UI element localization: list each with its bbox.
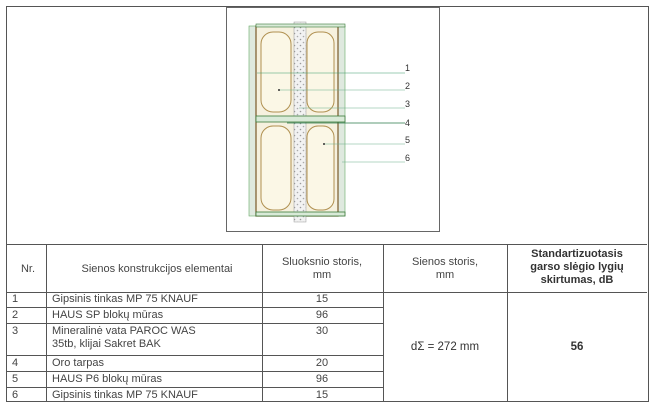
- row-element: Gipsinis tinkas MP 75 KNAUF: [52, 389, 198, 401]
- row-thickness: 96: [315, 373, 329, 385]
- diagram-label: 4: [405, 118, 410, 128]
- row-thickness: 20: [315, 357, 329, 369]
- row-element: HAUS P6 blokų mūras: [52, 373, 163, 385]
- row-element: HAUS SP blokų mūras: [52, 309, 164, 321]
- sound-insulation-value: 56: [570, 341, 584, 353]
- row-thickness: 15: [315, 293, 329, 305]
- row-nr: 6: [12, 389, 19, 401]
- table-col-divider: [507, 244, 508, 402]
- diagram-label: 3: [405, 99, 410, 109]
- header-sound-insulation: Standartizuotasis garso slėgio lygių ski…: [508, 248, 646, 287]
- header-element: Sienos konstrukcijos elementai: [81, 263, 233, 275]
- header-sound-line: garso slėgio lygių: [530, 261, 624, 273]
- page-frame: [6, 6, 649, 402]
- diagram-label: 6: [405, 153, 410, 163]
- row-nr: 5: [12, 373, 19, 385]
- table-row-border: [6, 307, 383, 308]
- row-element-line: 35tb, klijai Sakret BAK: [52, 338, 161, 350]
- table-col-divider: [383, 244, 384, 402]
- table-row-border: [6, 355, 383, 356]
- header-nr: Nr.: [20, 263, 36, 275]
- header-thickness-line: mm: [312, 269, 332, 281]
- header-wall-line: Sienos storis,: [411, 256, 479, 268]
- table-top-border: [6, 244, 647, 245]
- diagram-label: 1: [405, 63, 410, 73]
- row-nr: 4: [12, 357, 19, 369]
- header-sound-line: Standartizuotasis: [531, 248, 623, 260]
- wall-section-drawing: 1 2 3 4 5 6: [248, 21, 410, 223]
- row-element: Gipsinis tinkas MP 75 KNAUF: [52, 293, 198, 305]
- header-wall-thickness: Sienos storis, mm: [383, 256, 507, 282]
- row-element-line: Mineralinė vata PAROC WAS: [52, 325, 196, 337]
- row-nr: 3: [12, 325, 19, 337]
- wall-section-diagram: 1 2 3 4 5 6: [226, 7, 440, 232]
- row-element: Mineralinė vata PAROC WAS 35tb, klijai S…: [52, 325, 262, 351]
- header-thickness: Sluoksnio storis, mm: [262, 256, 382, 282]
- table-row-border: [6, 387, 383, 388]
- diagram-label: 5: [405, 135, 410, 145]
- row-nr: 1: [12, 293, 19, 305]
- header-sound-line: skirtumas, dB: [540, 274, 614, 286]
- header-thickness-line: Sluoksnio storis,: [281, 256, 363, 268]
- wall-thickness-value: dΣ = 272 mm: [410, 341, 480, 353]
- table-header-border: [6, 292, 647, 293]
- diagram-label: 2: [405, 81, 410, 91]
- row-thickness: 15: [315, 389, 329, 401]
- table-row-border: [6, 371, 383, 372]
- row-thickness: 96: [315, 309, 329, 321]
- header-wall-line: mm: [435, 269, 455, 281]
- table-row-border: [6, 323, 383, 324]
- row-nr: 2: [12, 309, 19, 321]
- row-thickness: 30: [315, 325, 329, 337]
- row-element: Oro tarpas: [52, 357, 104, 369]
